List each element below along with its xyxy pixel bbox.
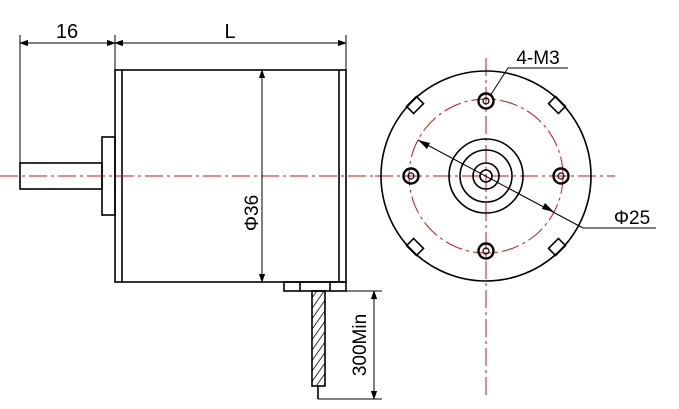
front-outer-circle [380, 70, 592, 282]
lead-length-label: 300Min [350, 314, 371, 376]
body-diameter-label: Φ36 [242, 195, 263, 231]
shaft-circle [472, 162, 500, 190]
lead-wire [311, 290, 326, 387]
slot-top-left [405, 95, 425, 115]
dim-shaft-length [19, 35, 382, 400]
pcd-label: Φ25 [614, 208, 650, 229]
slot-top-right [547, 95, 567, 115]
shaft-length-label: 16 [56, 21, 78, 43]
mount-hole-left [402, 167, 420, 185]
holes-label: 4-M3 [516, 48, 559, 69]
boss-outer-circle [448, 138, 524, 214]
front-centerlines [375, 58, 615, 396]
side-view [19, 69, 347, 399]
shaft-core-circle [479, 169, 493, 183]
pcd-circle [408, 98, 564, 254]
front-view [375, 58, 656, 396]
slot-bottom-left [405, 237, 425, 257]
holes-leader [489, 67, 568, 97]
mount-hole-bottom [477, 242, 495, 260]
mount-hole-top [477, 92, 495, 110]
boss-inner-circle [459, 149, 513, 203]
body-length-label: L [224, 21, 235, 43]
terminal-block [283, 281, 347, 292]
mount-hole-right [552, 167, 570, 185]
pcd-arrows [418, 140, 554, 212]
slot-bottom-right [547, 237, 567, 257]
